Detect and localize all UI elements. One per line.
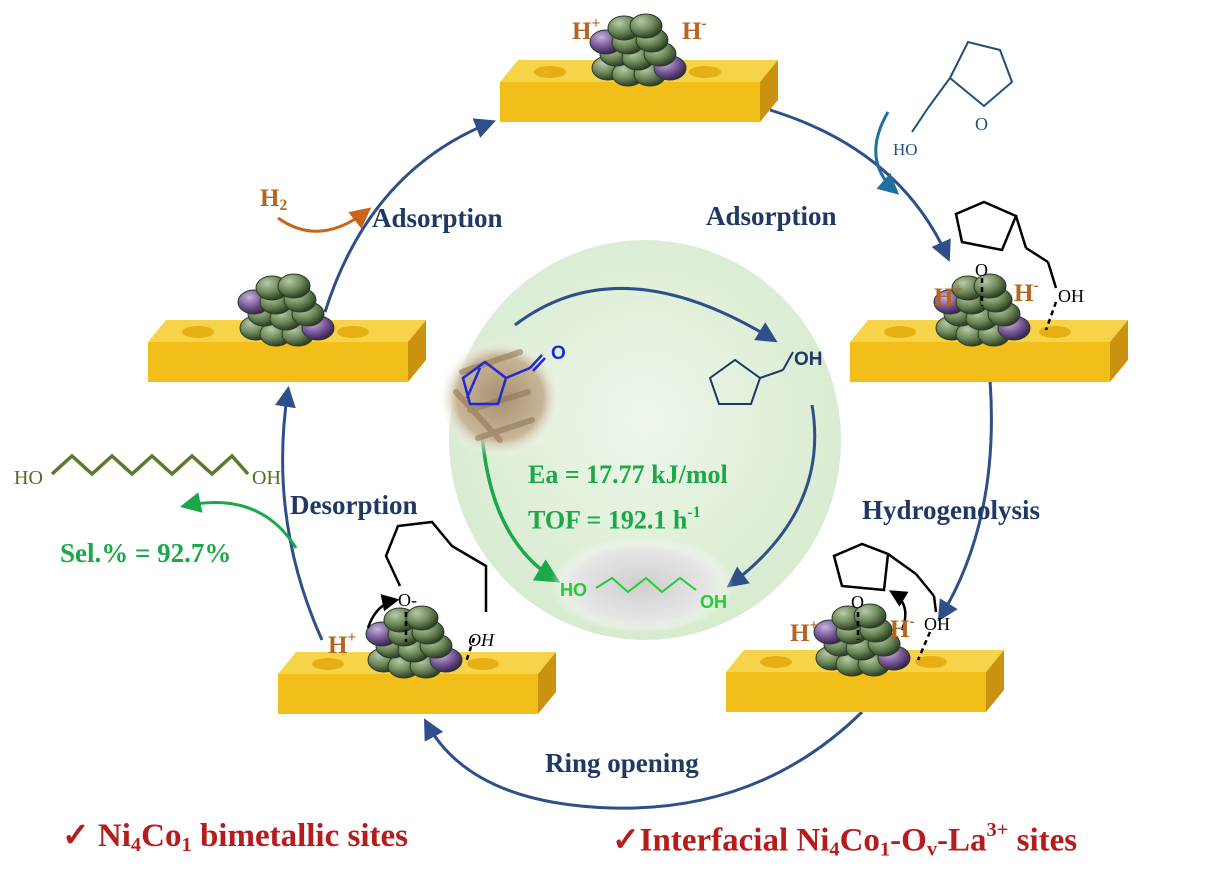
arrow-ring-opening	[424, 710, 864, 810]
lower-right-oh-label: OH	[924, 614, 950, 634]
lower-left-h-plus: H+	[328, 629, 357, 659]
selectivity-arrow	[179, 492, 298, 549]
center-oh2-label: OH	[700, 592, 727, 612]
selectivity-label: Sel.% = 92.7%	[60, 538, 232, 568]
lower-left-curved-arrow	[366, 594, 400, 629]
lower-right-h-plus: H+	[790, 617, 819, 647]
hexanediol-molecule	[50, 453, 250, 477]
stage-label-adsorption-h2: Adsorption	[372, 203, 503, 233]
furfural-o-label: O	[551, 343, 566, 364]
right-h-minus: H-	[1014, 277, 1039, 307]
arrow-to-top	[323, 118, 496, 313]
thfa-molecule	[911, 40, 1014, 133]
arrow-top-to-right	[769, 108, 951, 262]
adsorbed-chain-lower-left	[384, 520, 488, 663]
lower-right-curved-arrow	[888, 590, 909, 631]
furfural-molecule	[461, 354, 546, 406]
center-ho-label: HO	[560, 580, 587, 600]
center-arrow-right	[726, 404, 817, 588]
top-h-plus: H+	[572, 15, 601, 45]
h2-label: H2	[260, 185, 288, 214]
lower-left-oh-label: OH	[468, 630, 495, 650]
arrow-right-to-lower-right	[937, 379, 993, 622]
right-h-plus: H+	[934, 281, 963, 311]
activation-energy: Ea = 17.77 kJ/mol	[528, 460, 728, 489]
thfa-ho-label: HO	[893, 140, 918, 159]
cyclopentylmethanol-molecule	[708, 351, 794, 405]
turnover-frequency: TOF = 192.1 h-1	[528, 504, 701, 535]
cycle-arrows	[275, 108, 993, 810]
center-disk	[449, 240, 841, 640]
lower-right-h-minus: H-	[890, 613, 915, 643]
right-oh-label: OH	[1058, 286, 1084, 306]
adsorbed-thfa-right	[954, 200, 1058, 331]
center-arrow-green	[480, 431, 561, 583]
stage-label-desorption: Desorption	[290, 490, 418, 520]
bottom-left-feature: ✓ Ni4Co1 bimetallic sites	[62, 818, 408, 857]
arrow-lower-left-up	[275, 385, 324, 641]
stage-label-adsorption-thfa: Adsorption	[706, 201, 837, 231]
powder-image	[550, 537, 734, 633]
top-h-minus: H-	[682, 15, 707, 45]
lower-right-o-label: O	[851, 592, 864, 612]
right-o-label: O	[975, 260, 988, 280]
center-pentanediol	[595, 576, 697, 594]
h2-arrow	[277, 207, 372, 233]
thfa-o-label: O	[975, 114, 988, 134]
hexanediol-ho-label: HO	[14, 467, 43, 489]
adsorbed-thfa-lower-right	[832, 542, 938, 661]
lower-left-o-label: O-	[398, 590, 417, 610]
stage-label-hydrogenolysis: Hydrogenolysis	[862, 495, 1041, 525]
hexanediol-oh-label: OH	[252, 467, 281, 489]
bottom-right-feature: ✓Interfacial Ni4Co1-Ov-La3+ sites	[612, 819, 1078, 861]
center-oh-label: OH	[794, 349, 823, 370]
center-arrow-top	[514, 286, 778, 343]
stage-label-ring-opening: Ring opening	[545, 748, 699, 778]
thfa-arrow	[874, 111, 900, 195]
